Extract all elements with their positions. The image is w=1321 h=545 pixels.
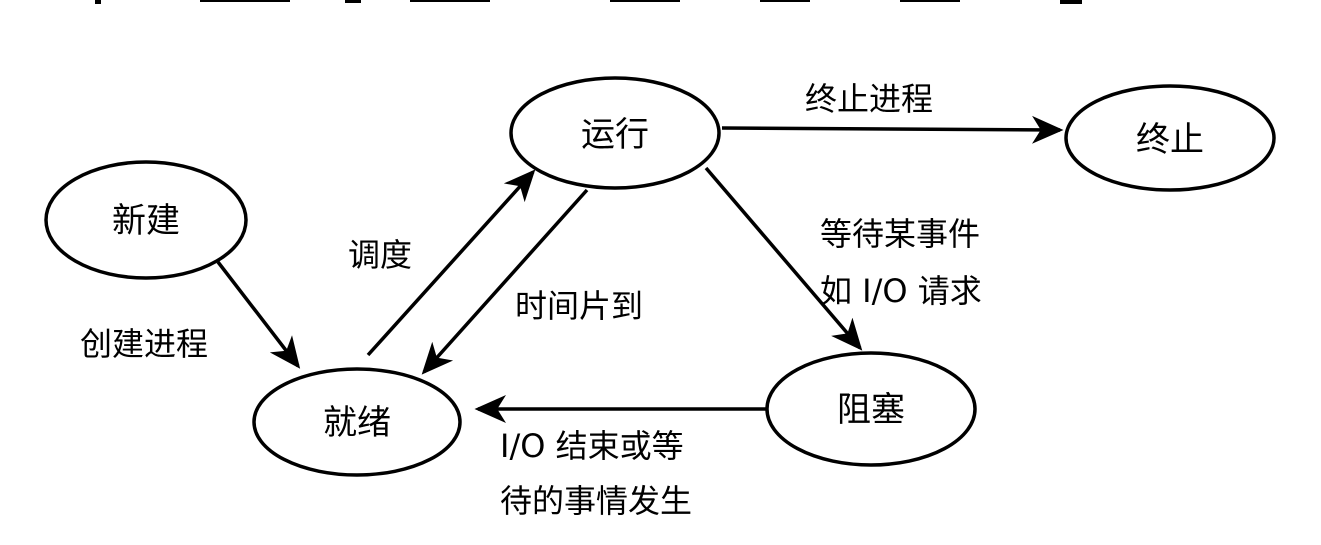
edge-timeout-label: 时间片到 — [515, 287, 643, 325]
edge-wait-label-line2: 如 I/O 请求 — [820, 272, 982, 310]
edge-schedule-label: 调度 — [348, 236, 412, 274]
edge-terminate-label: 终止进程 — [805, 80, 933, 118]
edge-io-done-label-line1: I/O 结束或等 — [500, 427, 684, 465]
node-terminated: 终止 — [1064, 84, 1276, 192]
edge-io-done-label-line2: 待的事情发生 — [500, 482, 692, 520]
node-running: 运行 — [509, 76, 721, 190]
edge-wait-arrow — [704, 166, 863, 351]
node-ready: 就绪 — [252, 367, 462, 477]
node-blocked-label: 阻塞 — [837, 390, 905, 430]
edge-wait-label-line1: 等待某事件 — [820, 215, 980, 253]
edge-timeout-arrow — [421, 188, 589, 375]
edge-terminate-arrow — [721, 115, 1064, 144]
node-running-label: 运行 — [581, 115, 649, 155]
cropped-top-text — [95, 0, 1082, 4]
node-new-label: 新建 — [112, 201, 180, 241]
edge-schedule-arrow — [366, 169, 536, 357]
node-terminated-label: 终止 — [1136, 120, 1204, 160]
edge-create-arrow — [216, 260, 301, 369]
node-ready-label: 就绪 — [323, 403, 391, 443]
node-new: 新建 — [44, 160, 248, 280]
node-blocked: 阻塞 — [765, 351, 977, 467]
edge-create-label: 创建进程 — [80, 325, 208, 363]
